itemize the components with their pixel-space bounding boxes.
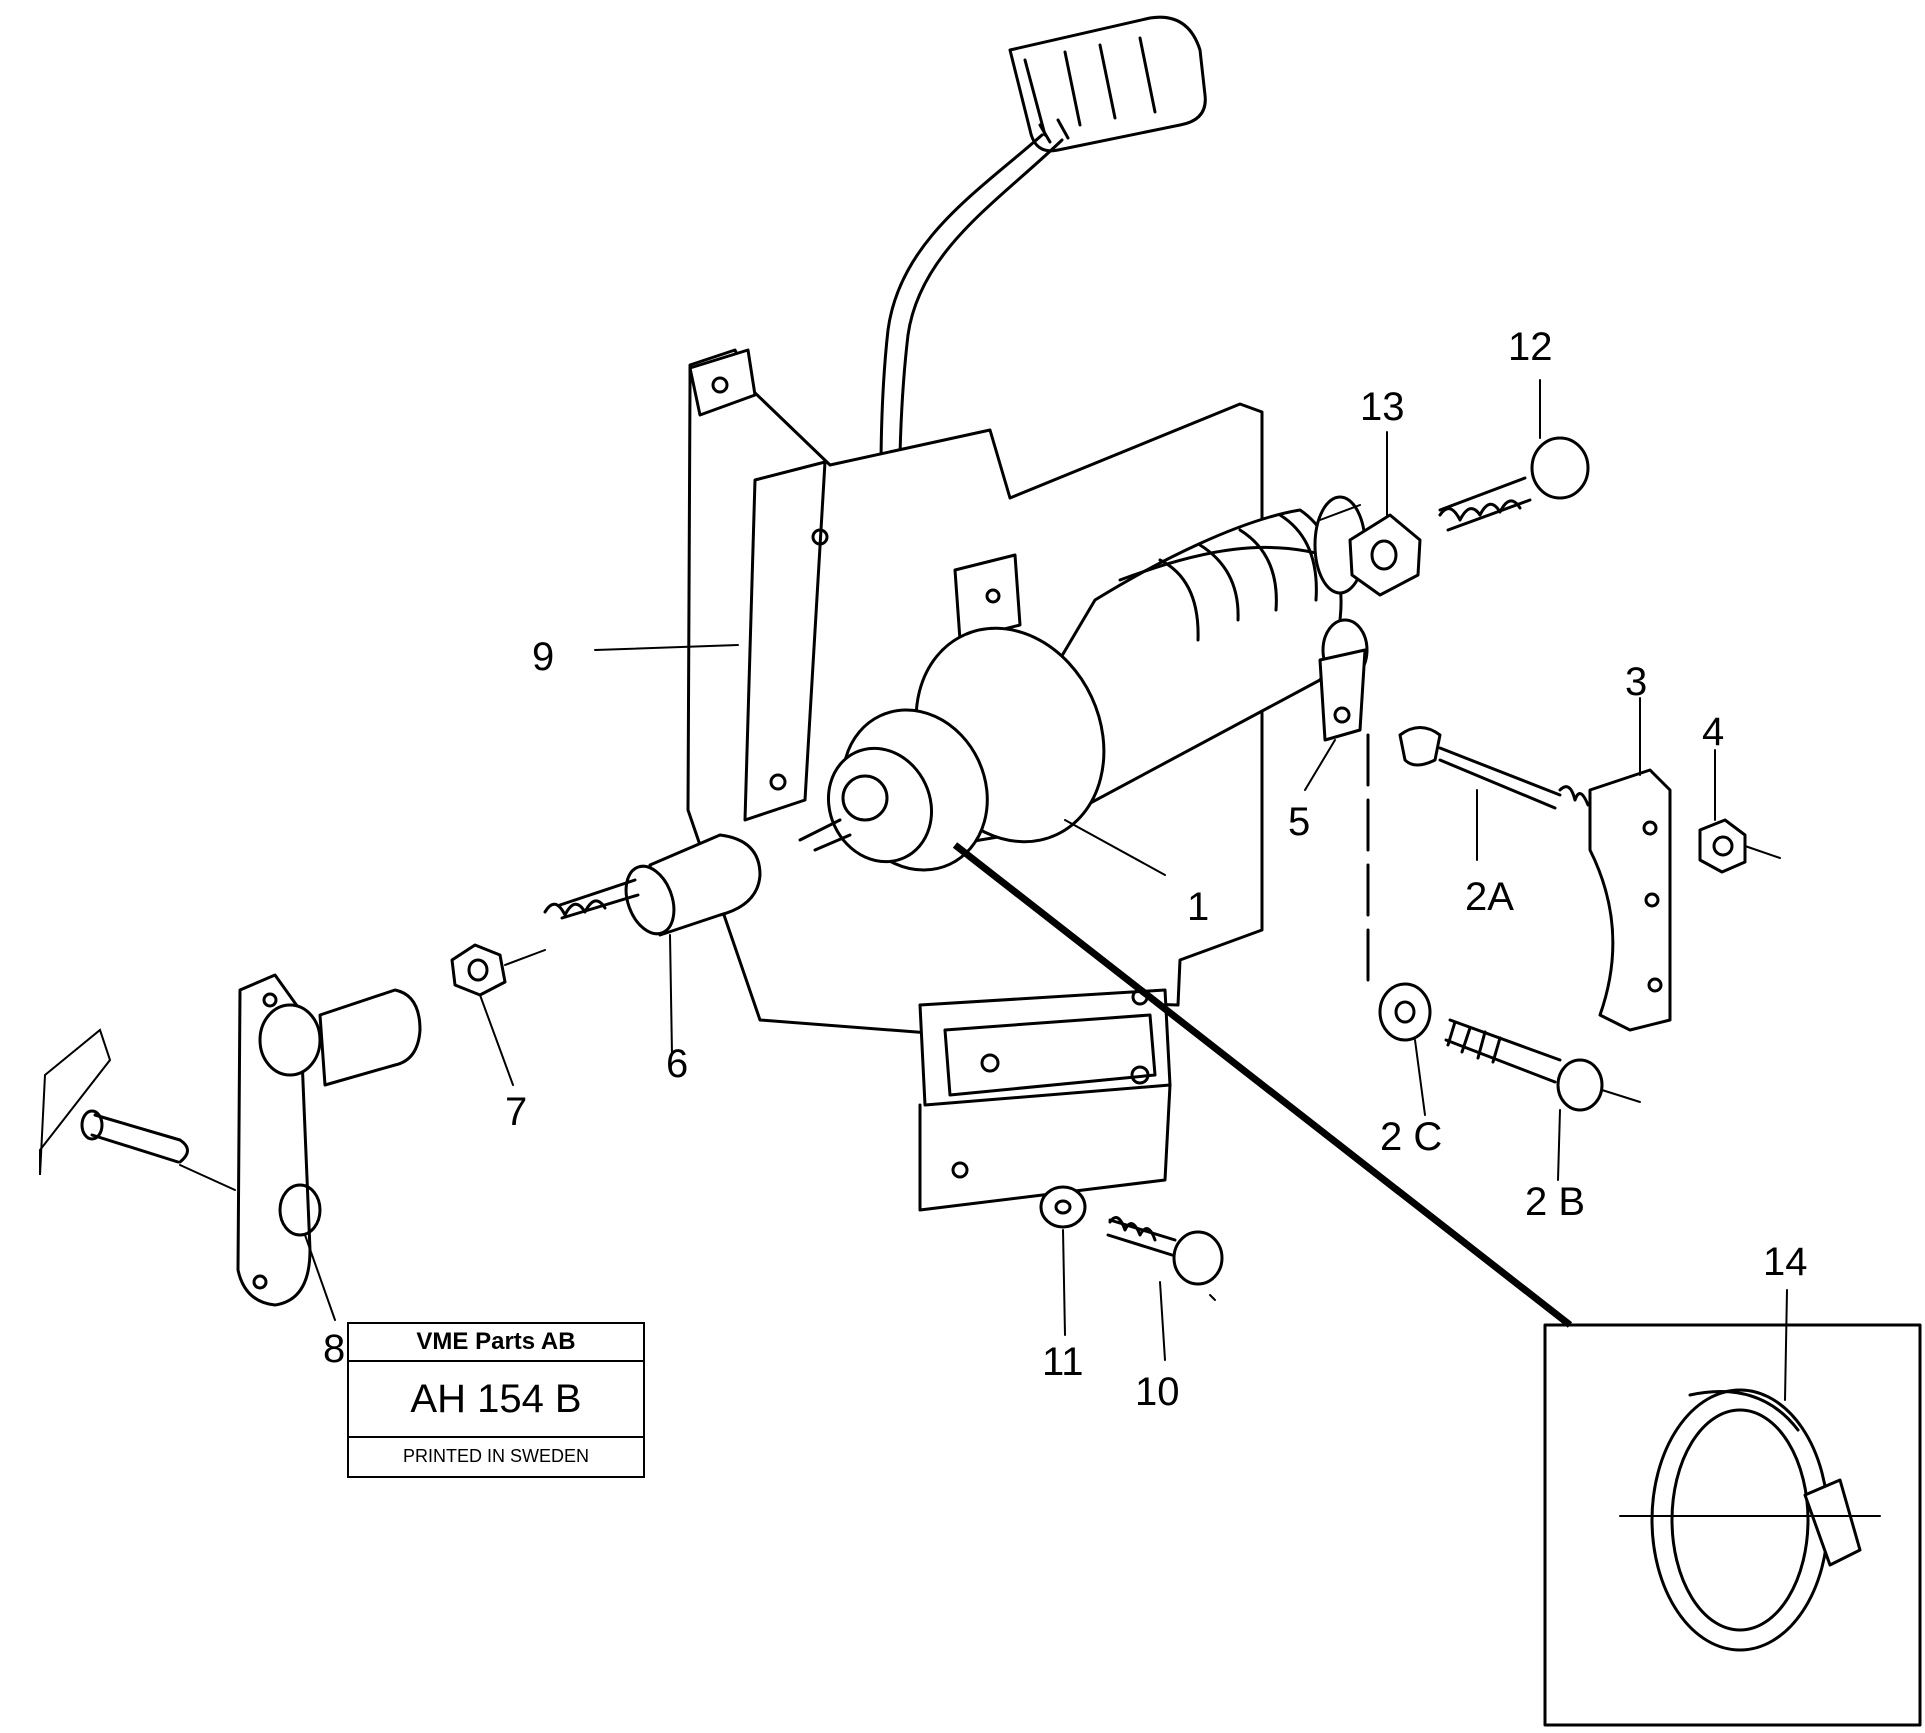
clamp-3 [1588, 768, 1672, 1032]
callout-2c: 2 C [1380, 1115, 1442, 1159]
nut-13 [1348, 513, 1422, 597]
stamp-company: VME Parts AB [349, 1324, 643, 1362]
bolt-2b [1444, 1018, 1641, 1112]
callout-7: 7 [505, 1090, 527, 1134]
callout-5: 5 [1288, 800, 1310, 844]
adjusting-screw-12 [1438, 436, 1590, 532]
callout-2b: 2 B [1525, 1180, 1585, 1224]
stamp-drawing-code: AH 154 B [349, 1362, 643, 1438]
callout-1: 1 [1187, 885, 1209, 929]
callout-2a: 2A [1465, 875, 1514, 919]
washer-11 [1039, 1185, 1087, 1229]
callout-12: 12 [1508, 325, 1553, 369]
lever-shaft [39, 1028, 236, 1191]
connector-plug [1008, 15, 1207, 153]
hose-clamp-14 [1619, 1388, 1881, 1652]
solenoid [798, 495, 1367, 872]
pivot-6 [543, 833, 762, 937]
washer-2c [1378, 982, 1432, 1042]
clip-5 [1318, 618, 1369, 742]
callout-11: 11 [1042, 1340, 1084, 1384]
lever-8 [236, 973, 422, 1307]
callout-3: 3 [1625, 660, 1647, 704]
callout-14: 14 [1763, 1240, 1808, 1284]
callout-10: 10 [1135, 1370, 1180, 1414]
rod-2a [1398, 726, 1590, 810]
leader-lines [304, 379, 1788, 1401]
stamp-printed-note: PRINTED IN SWEDEN [402, 1446, 589, 1466]
callout-4: 4 [1702, 710, 1724, 754]
detail-inset-box [1543, 1323, 1922, 1727]
title-stamp: VME Parts AB AH 154 B PRINTED IN SWEDEN [347, 1322, 645, 1478]
nut-7 [450, 943, 546, 997]
callout-13: 13 [1360, 385, 1405, 429]
callout-9: 9 [532, 635, 554, 679]
callout-6: 6 [666, 1042, 688, 1086]
callout-8: 8 [323, 1327, 345, 1371]
nut-4 [1698, 818, 1781, 874]
detail-pointer-line [952, 842, 1573, 1328]
screw-10 [1106, 1216, 1224, 1301]
